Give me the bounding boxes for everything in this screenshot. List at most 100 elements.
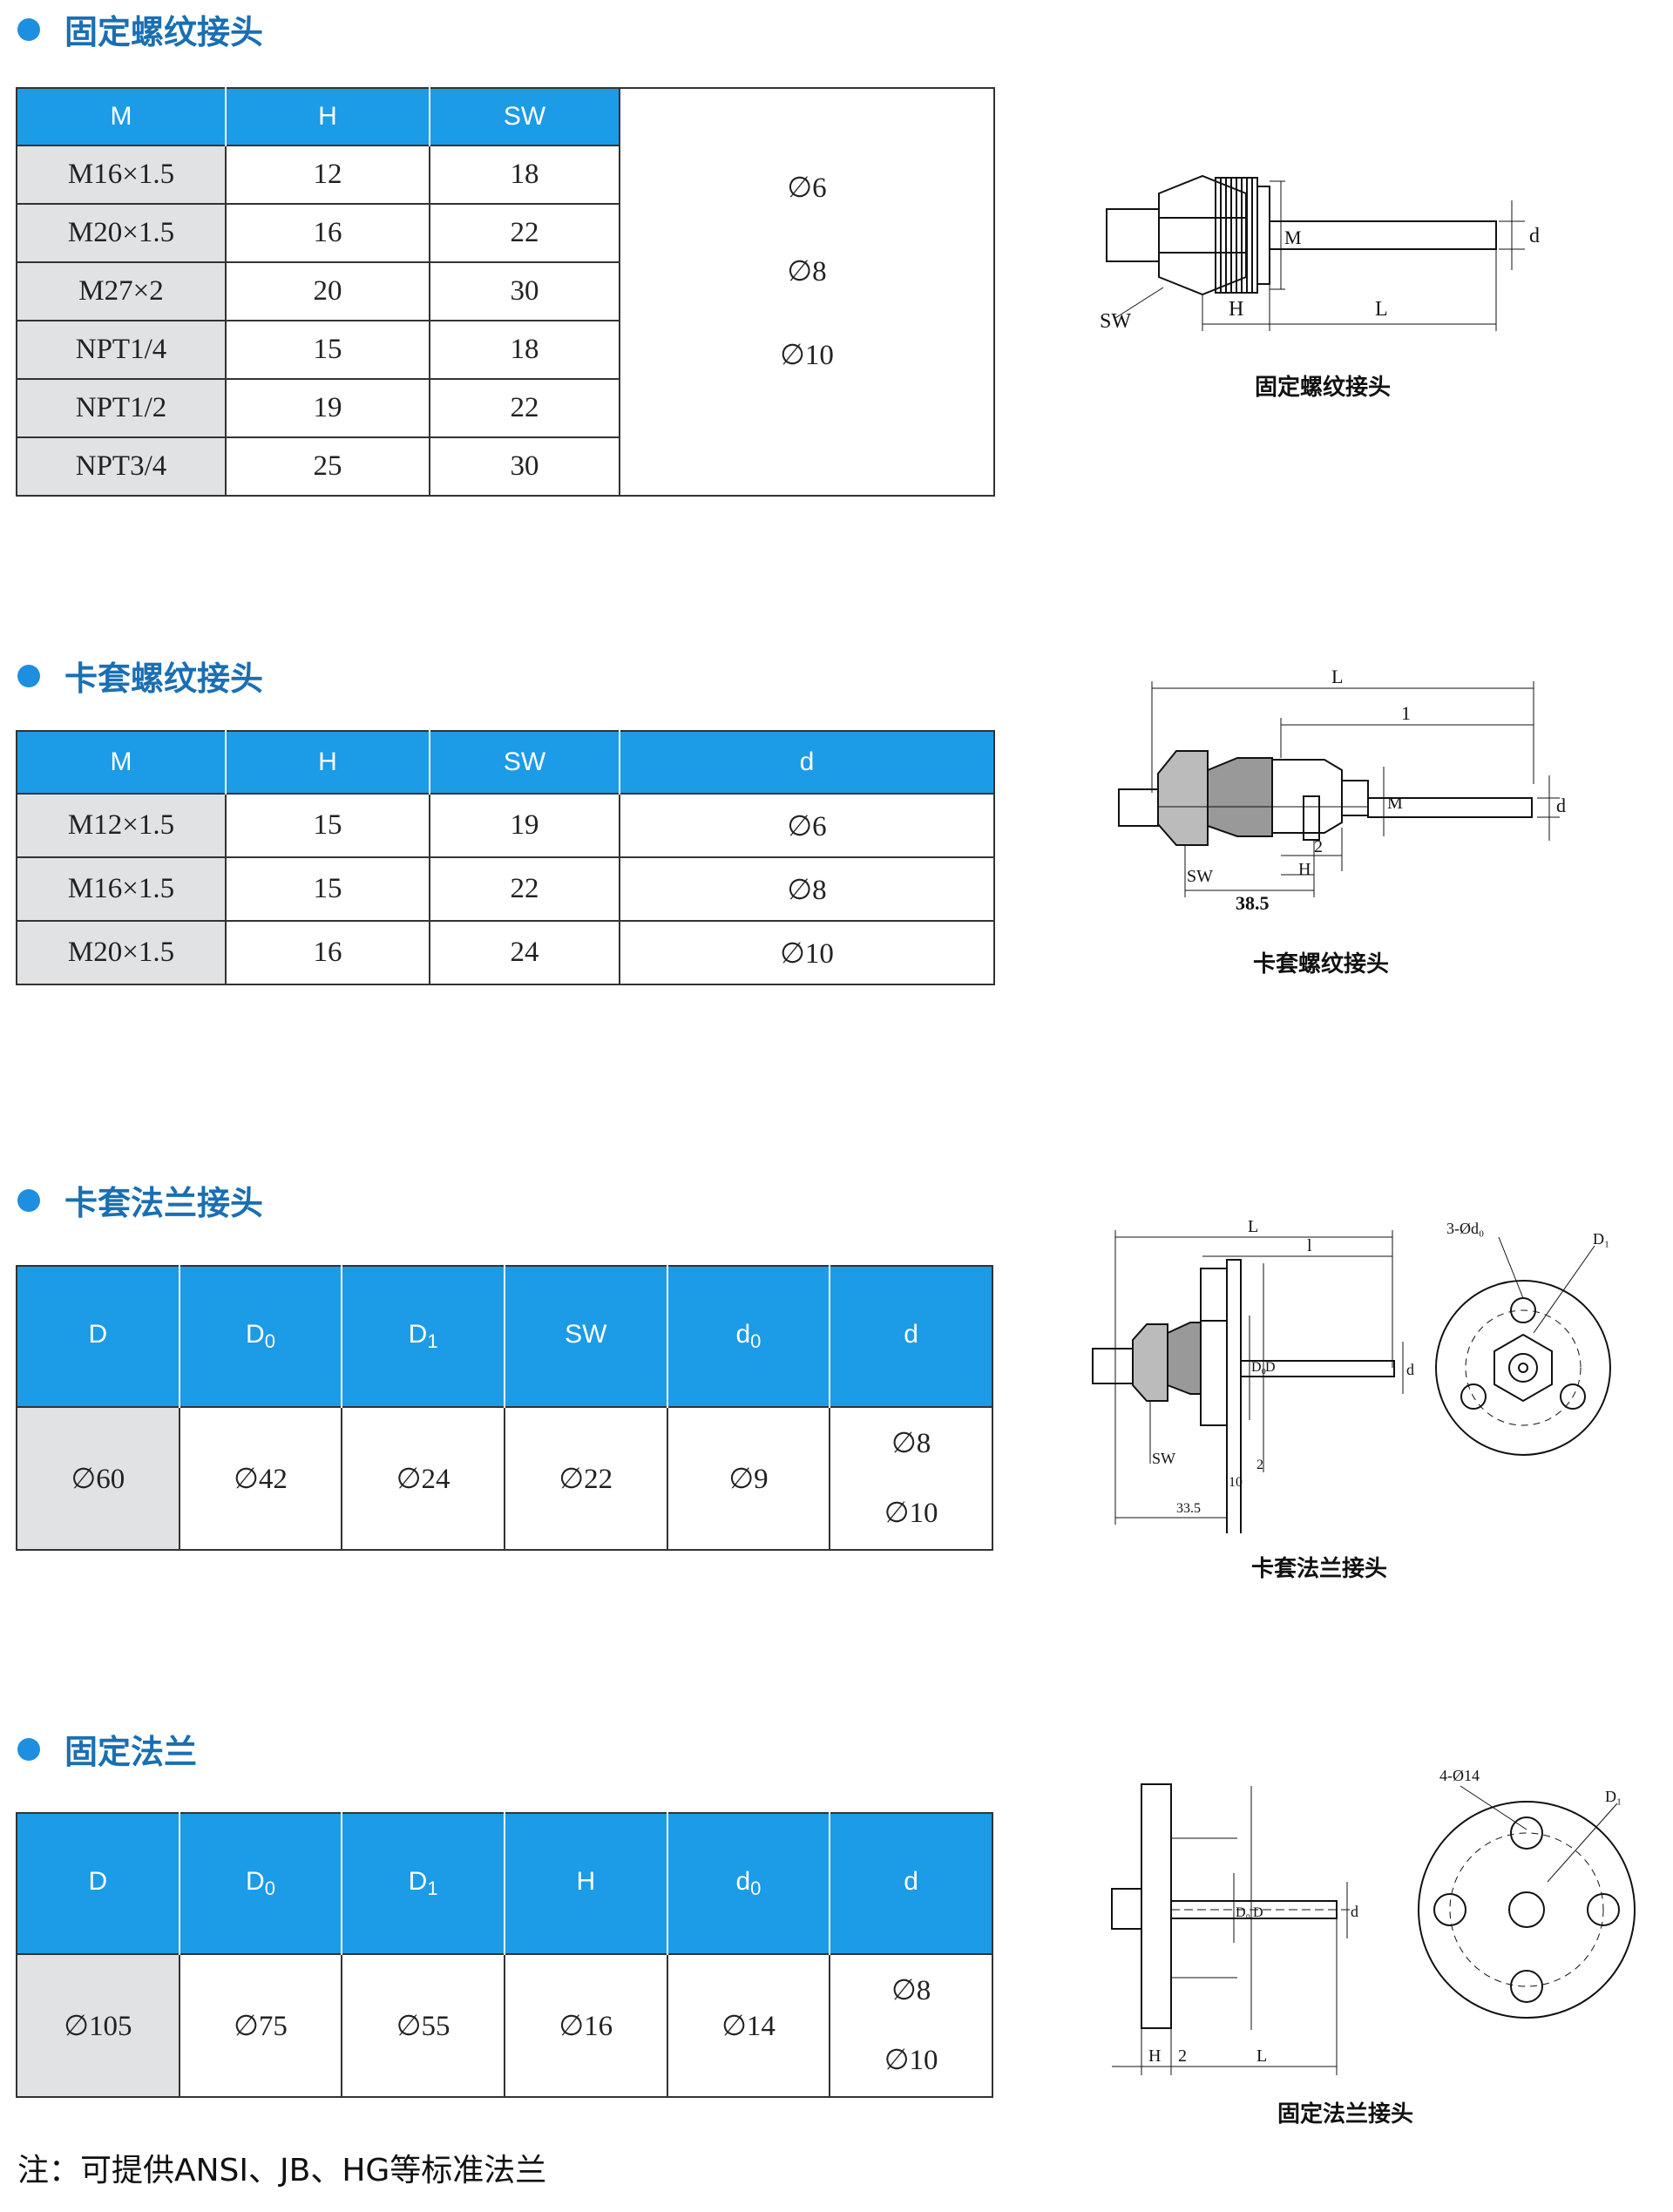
table-row: M16×1.5 15 22 ∅8: [16, 856, 995, 922]
label-two: 2: [1178, 2046, 1187, 2066]
cell-h: 15: [225, 793, 430, 858]
section-title-2: 卡套螺纹接头: [17, 652, 263, 700]
cell-h: 16: [225, 203, 430, 263]
col-header-d0: D0: [178, 1813, 342, 1954]
cell-d: ∅8: [619, 856, 995, 922]
cell-h: 15: [225, 320, 430, 380]
spec-table-4: D D0 D1 H d0 d ∅105 ∅75 ∅55 ∅16 ∅14 ∅8 ∅…: [16, 1812, 993, 2098]
footnote: 注：可提供ANSI、JB、HG等标准法兰: [17, 2153, 547, 2188]
cell-sw: 30: [429, 261, 620, 321]
d-value: ∅10: [884, 2045, 938, 2076]
col-header-d0-small: d0: [666, 1266, 830, 1407]
label-h: H: [1229, 298, 1243, 321]
label-dd: D: [1253, 1905, 1263, 1920]
label-h: H: [1298, 860, 1311, 879]
col-header: H: [225, 88, 430, 145]
cell-sw: 19: [429, 793, 620, 858]
cell-m: M20×1.5: [16, 203, 227, 263]
cell-h: 19: [225, 378, 430, 438]
label-l: L: [1248, 1217, 1258, 1236]
cell-d-values: ∅8 ∅10: [829, 1406, 993, 1551]
bullet-icon: [17, 1737, 40, 1761]
label-d: d: [1529, 225, 1540, 247]
cell-value: ∅14: [666, 1953, 831, 2098]
label-l1: l: [1307, 1236, 1312, 1255]
cell-value: ∅24: [341, 1406, 505, 1551]
cell-h: 20: [225, 261, 430, 321]
cell-sw: 22: [429, 203, 620, 263]
col-header: H: [225, 731, 430, 794]
table-row: ∅105 ∅75 ∅55 ∅16 ∅14 ∅8 ∅10: [16, 1953, 993, 2098]
label-sw: SW: [1152, 1450, 1175, 1467]
cell-m: M20×1.5: [16, 920, 227, 985]
section-title-3: 卡套法兰接头: [17, 1176, 263, 1224]
table-row: M20×1.5 16 24 ∅10: [16, 920, 995, 985]
label-holes: 4-Ø14: [1439, 1767, 1480, 1784]
col-header-d0: D0: [178, 1266, 342, 1407]
table-row: M27×2 20 30: [16, 261, 994, 321]
label-h: H: [1148, 2046, 1161, 2066]
cell-sw: 22: [429, 856, 620, 922]
cell-h: 16: [225, 920, 430, 985]
spec-table-2: M H SW d M12×1.5 15 19 ∅6 M16×1.5 15 22 …: [16, 730, 995, 985]
cell-value: ∅55: [341, 1953, 505, 2098]
figure-caption-1: 固定螺纹接头: [1255, 375, 1392, 401]
label-two: 2: [1314, 837, 1323, 856]
cell-value: ∅22: [503, 1406, 668, 1551]
cell-m: NPT1/2: [16, 378, 227, 438]
cell-d-values: ∅8 ∅10: [829, 1953, 993, 2098]
label-holes: 3-Ød₀: [1446, 1220, 1484, 1237]
cell-h: 25: [225, 436, 430, 497]
d-value: ∅10: [884, 1498, 938, 1529]
col-header-d0-small: d0: [666, 1813, 830, 1954]
col-header-d: D: [17, 1266, 179, 1407]
table-row: NPT1/2 19 22: [16, 378, 994, 438]
table-row: M16×1.5 12 18: [16, 145, 994, 205]
cell-sw: 22: [429, 378, 620, 438]
cell-m: M16×1.5: [16, 856, 227, 922]
section-title-text: 固定法兰: [64, 1733, 198, 1771]
col-header: SW: [429, 731, 620, 794]
section-title-text: 卡套法兰接头: [64, 1184, 264, 1222]
spec-table-3: D D0 D1 SW d0 d ∅60 ∅42 ∅24 ∅22 ∅9 ∅8 ∅1…: [16, 1265, 993, 1551]
label-d0: D₀: [1236, 1905, 1250, 1920]
ferrule-thread-fitting-drawing: L 1 M d 2 H SW 38.5: [1107, 662, 1595, 936]
cell-value: ∅42: [178, 1406, 343, 1551]
col-header: M: [17, 731, 226, 794]
col-header-sw: SW: [503, 1266, 667, 1407]
label-d0: D₀: [1251, 1360, 1266, 1375]
cell-sw: 30: [429, 436, 620, 497]
cell-sw: 18: [429, 145, 620, 205]
spec-table-1: M H SW ∅6 ∅8 ∅10 M16×1.5 12 18 M20×1.5 1…: [16, 87, 995, 497]
figure-caption-2: 卡套螺纹接头: [1253, 951, 1390, 977]
ferrule-flange-fitting-drawing: L l D₀ D d SW 10 2 33.5 3-Ød₀ D₁: [1089, 1211, 1629, 1539]
label-two: 2: [1256, 1458, 1263, 1472]
d-value: ∅10: [780, 340, 834, 371]
d-value: ∅8: [787, 256, 827, 287]
cell-m: M16×1.5: [16, 145, 227, 205]
label-length: 33.5: [1176, 1501, 1201, 1516]
section-title-text: 固定螺纹接头: [64, 13, 264, 51]
cell-value: ∅75: [178, 1953, 343, 2098]
cell-m: NPT3/4: [16, 436, 227, 497]
section-title-1: 固定螺纹接头: [17, 5, 263, 53]
section-title-text: 卡套螺纹接头: [64, 660, 264, 698]
col-header-h: H: [503, 1813, 667, 1954]
label-dd: D: [1265, 1360, 1276, 1375]
col-header-d1: D1: [341, 1266, 505, 1407]
cell-value: ∅16: [503, 1953, 668, 2098]
label-l: L: [1256, 2046, 1267, 2066]
cell-m: M27×2: [16, 261, 227, 321]
cell-h: 12: [225, 145, 430, 205]
cell-m: M12×1.5: [16, 793, 227, 858]
label-d1: D₁: [1605, 1788, 1622, 1805]
fixed-flange-drawing: D₀ D d H 2 L 4-Ø14 D₁: [1094, 1751, 1652, 2103]
d-value: ∅6: [787, 172, 827, 204]
table-row: NPT1/4 15 18: [16, 320, 994, 380]
col-header-d-small: d: [829, 1266, 992, 1407]
col-header: d: [619, 731, 994, 794]
label-d: d: [1406, 1361, 1414, 1378]
cell-m: NPT1/4: [16, 320, 227, 380]
table-row: M12×1.5 15 19 ∅6: [16, 793, 995, 858]
figure-caption-4: 固定法兰接头: [1277, 2101, 1414, 2127]
